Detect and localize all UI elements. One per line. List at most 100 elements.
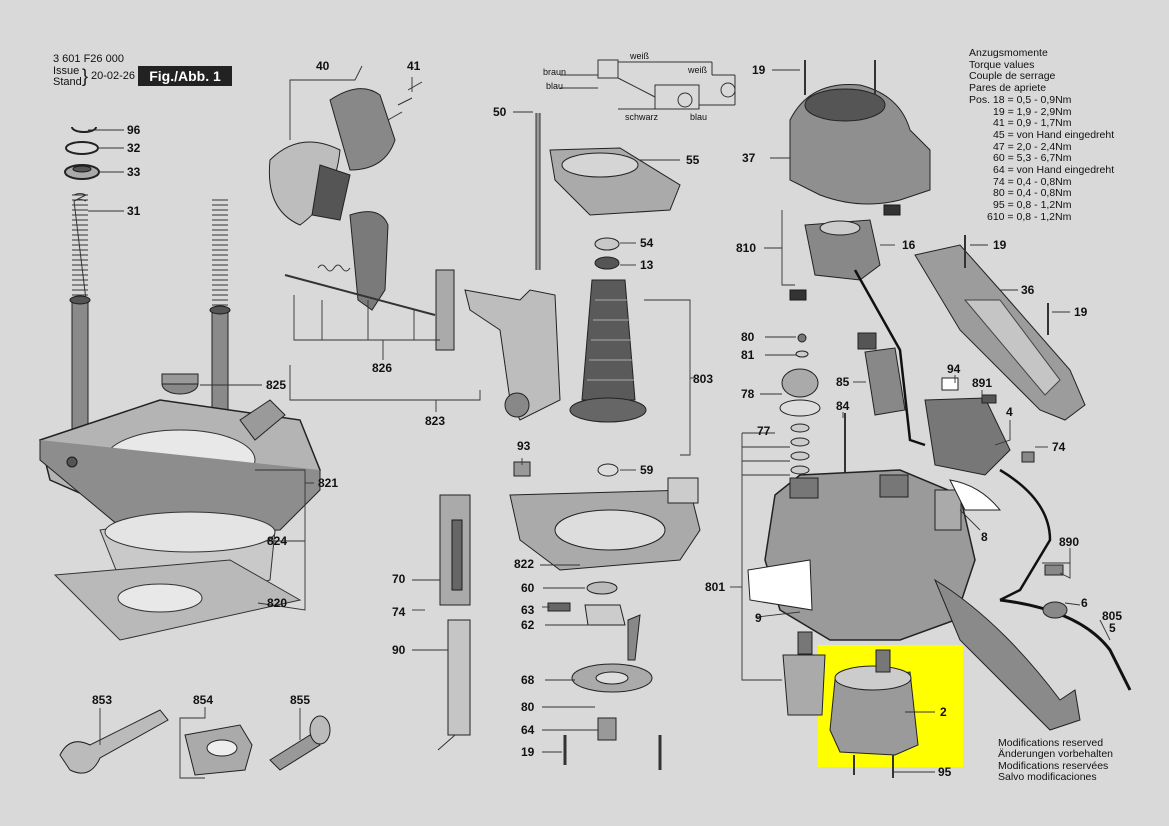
part-number: 3 601 F26 000: [53, 53, 124, 65]
part-label-13: 13: [640, 258, 654, 272]
torque-line: 19 = 1,9 - 2,9Nm: [993, 105, 1072, 118]
part-label-890: 890: [1059, 535, 1080, 549]
part-label-805: 805: [1102, 609, 1123, 623]
torque-line: Couple de serrage: [969, 70, 1056, 83]
torque-line: 45 = von Hand eingedreht: [993, 128, 1115, 141]
part-label-37: 37: [742, 151, 756, 165]
part-label-80b: 80: [741, 330, 755, 344]
electronics-4: [924, 377, 1011, 476]
wire-label-schwarz: schwarz: [625, 112, 659, 122]
torque-line: 41 = 0,9 - 1,7Nm: [993, 117, 1072, 130]
wire-label-blau-2: blau: [690, 112, 708, 122]
part-label-2: 2: [940, 705, 947, 719]
part-label-854: 854: [193, 693, 214, 707]
part-label-33: 33: [127, 165, 141, 179]
washers-77: [790, 423, 810, 475]
part-label-36: 36: [1021, 283, 1035, 297]
wiring-schematic: [560, 59, 736, 110]
armature-803: [569, 237, 647, 477]
part-label-78: 78: [741, 387, 755, 401]
torque-line: 610 = 0,8 - 1,2Nm: [987, 210, 1072, 223]
part-label-85: 85: [836, 375, 850, 389]
screws-41: [387, 81, 423, 121]
part-label-4: 4: [1006, 405, 1013, 419]
part-label-16: 16: [902, 238, 916, 252]
part-label-81: 81: [741, 348, 755, 362]
clamp-890: [1044, 564, 1064, 576]
part-label-68: 68: [521, 673, 535, 687]
guide-854: [184, 724, 253, 776]
part-label-826: 826: [372, 361, 393, 375]
lever-assembly-826: [284, 211, 455, 351]
part-label-6: 6: [1081, 596, 1088, 610]
part-label-96: 96: [127, 123, 141, 137]
motor-housing-801: [747, 469, 1081, 731]
part-label-855: 855: [290, 693, 311, 707]
part-label-803: 803: [693, 372, 714, 386]
part-label-5: 5: [1109, 621, 1116, 635]
power-cord-5: [999, 598, 1132, 691]
part-label-19d: 19: [1074, 305, 1088, 319]
part-label-31: 31: [127, 204, 141, 218]
torque-line: 74 = 0,4 - 0,8Nm: [993, 175, 1072, 188]
part-label-74b: 74: [1052, 440, 1066, 454]
cable-cord: [999, 468, 1052, 602]
part-label-50: 50: [493, 105, 507, 119]
part-label-853: 853: [92, 693, 113, 707]
parts-60-62-63: [547, 581, 641, 661]
brace-glyph: }: [82, 66, 89, 86]
wrench-853: [59, 709, 169, 774]
clip-ring-96: [71, 126, 97, 133]
wire-label-weiss-2: weiß: [688, 65, 708, 75]
part-label-63: 63: [521, 603, 535, 617]
key-855: [269, 715, 331, 771]
washer-81: [795, 350, 809, 358]
torque-line: Torque values: [969, 58, 1035, 71]
part-55: [549, 147, 681, 216]
knob-78: [779, 368, 821, 417]
field-stator-2: [829, 649, 919, 778]
part-label-55: 55: [686, 153, 700, 167]
torque-line: Pos. 18 = 0,5 - 0,9Nm: [969, 93, 1072, 106]
part-label-19a: 19: [521, 745, 535, 759]
wire-label-blau: blau: [546, 81, 564, 91]
figure-label: Fig./Abb. 1: [138, 66, 232, 86]
part-label-59: 59: [640, 463, 654, 477]
part-label-19c: 19: [993, 238, 1007, 252]
part-74-right: [1021, 451, 1035, 463]
switch-85: [857, 332, 906, 416]
part-label-824: 824: [267, 534, 288, 548]
nut-64: [597, 717, 617, 741]
part-label-822: 822: [514, 557, 535, 571]
part-label-41: 41: [407, 59, 421, 73]
torque-line: 95 = 0,8 - 1,2Nm: [993, 199, 1072, 212]
part-label-80a: 80: [521, 700, 535, 714]
part-label-19b: 19: [752, 63, 766, 77]
rod-assembly: [69, 193, 231, 451]
base-plate-821: [39, 373, 321, 536]
part-label-801: 801: [705, 580, 726, 594]
part-label-810: 810: [736, 241, 757, 255]
torque-values-note: Anzugsmomente Torque values Couple de se…: [969, 47, 1115, 224]
part-label-94: 94: [947, 362, 961, 376]
torque-line: Anzugsmomente: [969, 47, 1048, 59]
handle-40: [268, 88, 396, 226]
torque-line: Pares de apriete: [969, 82, 1047, 95]
wire-label-braun: braun: [543, 67, 567, 77]
part-label-60: 60: [521, 581, 535, 595]
part-label-70: 70: [392, 572, 406, 586]
scale-90: [437, 619, 471, 751]
part-label-95: 95: [938, 765, 952, 779]
part-label-820: 820: [267, 596, 288, 610]
part-9: [782, 631, 826, 716]
part-label-74a: 74: [392, 605, 406, 619]
wire-label-weiss: weiß: [630, 51, 650, 61]
stand-label: Stand: [53, 76, 82, 88]
washer-32: [65, 141, 99, 155]
part-label-821: 821: [318, 476, 339, 490]
part-label-8: 8: [981, 530, 988, 544]
part-label-54: 54: [640, 236, 654, 250]
motor-cover-37: [789, 83, 931, 205]
